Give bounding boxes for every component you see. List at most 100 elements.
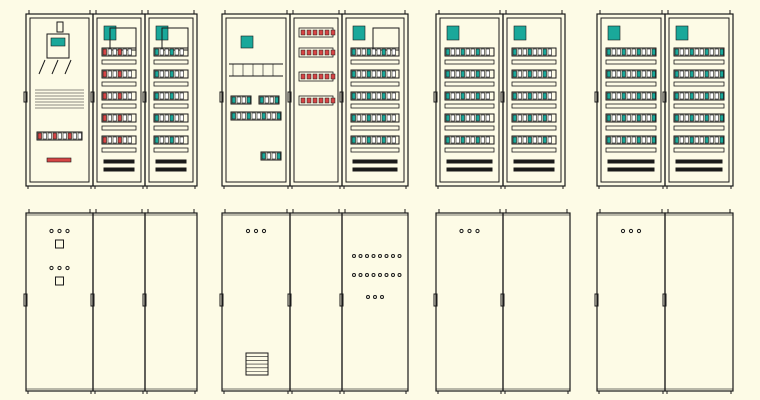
modular-device — [699, 92, 704, 100]
modular-device — [107, 92, 112, 100]
device-row — [673, 69, 725, 79]
busbar — [352, 159, 398, 164]
modular-device — [376, 70, 381, 78]
indicator-lamp — [365, 273, 369, 277]
modular-device — [631, 114, 636, 122]
modular-device — [445, 136, 450, 144]
wire-duct — [444, 81, 495, 87]
modular-device — [641, 92, 646, 100]
device-row — [101, 69, 137, 79]
modular-device — [679, 70, 684, 78]
modular-device — [391, 48, 396, 56]
wire-duct — [444, 125, 495, 131]
relay — [306, 97, 312, 104]
device-row — [605, 135, 657, 145]
modular-device — [527, 70, 532, 78]
relay-group — [298, 27, 336, 38]
modular-device — [159, 70, 164, 78]
modular-device — [475, 136, 480, 144]
modular-device — [714, 114, 719, 122]
modular-device — [626, 136, 631, 144]
wire-duct — [350, 147, 400, 153]
device-row — [673, 113, 725, 123]
modular-device — [611, 70, 616, 78]
wire-duct — [673, 125, 725, 131]
device-row — [605, 47, 657, 57]
modular-device — [386, 136, 391, 144]
modular-device — [169, 136, 174, 144]
device-row — [511, 69, 557, 79]
door-edge — [25, 214, 94, 390]
modular-device — [621, 70, 626, 78]
wire-duct — [605, 81, 657, 87]
modular-device — [646, 48, 651, 56]
modular-device — [276, 112, 281, 120]
indicator-lamp — [371, 273, 376, 277]
hinge — [23, 91, 28, 103]
modular-device — [465, 48, 470, 56]
modular-device — [112, 136, 117, 144]
door-handle — [662, 293, 667, 307]
meter — [240, 35, 254, 49]
hinge — [287, 91, 292, 103]
modular-device — [611, 48, 616, 56]
modular-device — [709, 114, 714, 122]
modular-device — [445, 92, 450, 100]
modular-device — [517, 70, 522, 78]
modular-device — [475, 92, 480, 100]
modular-device — [164, 92, 169, 100]
modular-device — [547, 114, 552, 122]
din-rail — [444, 47, 495, 57]
doors-2-doors — [219, 209, 409, 394]
section-frame — [144, 13, 198, 187]
relay — [300, 73, 306, 80]
modular-device — [527, 48, 532, 56]
indicator-lamp — [366, 295, 370, 299]
modular-device — [537, 48, 542, 56]
din-rail — [444, 69, 495, 79]
modular-device — [641, 48, 646, 56]
relay — [300, 29, 306, 36]
din-rail — [101, 135, 137, 145]
modular-device — [512, 70, 517, 78]
modular-device — [371, 136, 376, 144]
modular-device — [646, 114, 651, 122]
outgoing-link — [38, 59, 46, 75]
modular-device — [112, 114, 117, 122]
modular-device — [271, 112, 276, 120]
hinge — [339, 91, 344, 103]
door-panel — [435, 212, 504, 392]
modular-device — [621, 136, 626, 144]
modular-device — [606, 92, 611, 100]
modular-device — [376, 136, 381, 144]
modular-device — [470, 136, 475, 144]
modular-device — [679, 114, 684, 122]
panel-plate — [372, 27, 400, 51]
modular-device — [67, 132, 72, 140]
hinge — [142, 91, 147, 103]
modular-device — [107, 136, 112, 144]
modular-device — [547, 136, 552, 144]
section-inner-frame — [506, 17, 562, 183]
modular-device — [465, 114, 470, 122]
modular-device — [641, 114, 646, 122]
din-rail — [444, 135, 495, 145]
modular-device — [445, 70, 450, 78]
modular-device — [179, 48, 184, 56]
device-row — [605, 69, 657, 79]
modular-device — [246, 112, 251, 120]
modular-device — [532, 92, 537, 100]
modular-device — [694, 136, 699, 144]
modular-device — [351, 114, 356, 122]
modular-device — [485, 70, 490, 78]
modular-device — [460, 136, 465, 144]
modular-device — [102, 136, 107, 144]
device-row — [444, 113, 495, 123]
modular-device — [470, 48, 475, 56]
device-row — [511, 135, 557, 145]
modular-device — [631, 136, 636, 144]
modular-device — [102, 48, 107, 56]
modular-device — [366, 114, 371, 122]
hinge — [433, 91, 438, 103]
device-row — [511, 113, 557, 123]
